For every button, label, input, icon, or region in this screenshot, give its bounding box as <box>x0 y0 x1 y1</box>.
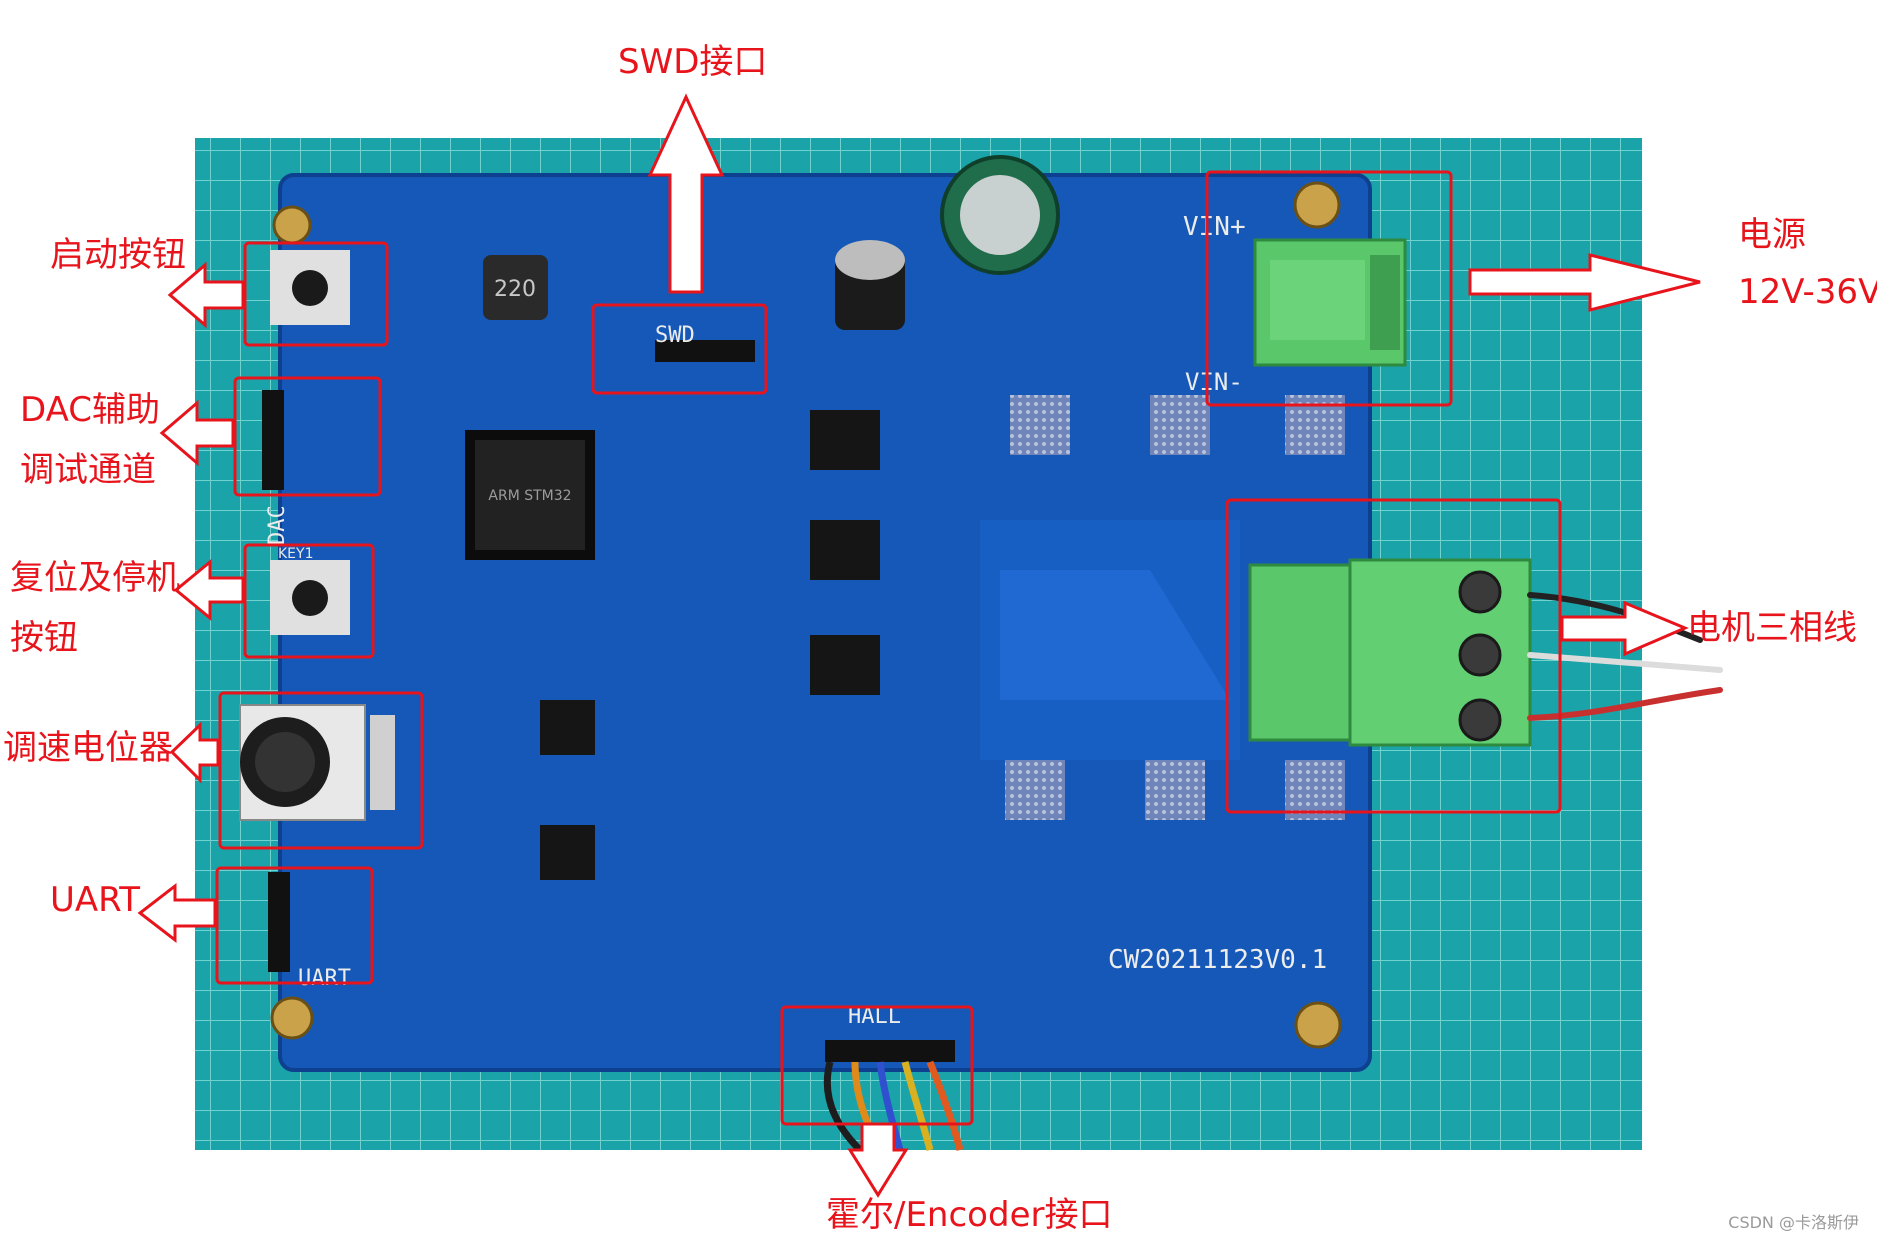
label-reset-line1: 复位及停机 <box>10 558 180 598</box>
label-dac-line2: 调试通道 <box>20 450 156 490</box>
silk-key1: KEY1 <box>278 546 314 562</box>
inductor <box>483 255 548 320</box>
arrow-speed-pot <box>169 721 220 784</box>
motor-wires <box>1527 592 1723 721</box>
silk-dac: DAC <box>265 505 290 545</box>
label-uart: UART <box>50 880 141 920</box>
mcu-chip: ARM STM32 <box>465 430 595 560</box>
label-start-button: 启动按钮 <box>50 235 186 275</box>
mounting-screws <box>270 181 1342 1049</box>
arrow-power <box>1468 253 1701 312</box>
label-reset-line2: 按钮 <box>10 618 78 658</box>
label-swd: SWD接口 <box>618 42 768 82</box>
label-power-line1: 电源 <box>1738 215 1806 255</box>
box-uart <box>215 866 374 985</box>
arrow-hall <box>847 1122 909 1198</box>
arrow-uart <box>137 882 217 944</box>
annotation-arrows <box>137 93 1701 1198</box>
arrow-motor <box>1560 600 1689 657</box>
push-buttons <box>270 250 350 635</box>
inductor-silk: 220 <box>494 277 536 302</box>
box-power <box>1205 170 1453 407</box>
silk-vin-minus: VIN- <box>1185 368 1243 396</box>
power-terminal <box>1253 238 1407 367</box>
label-dac-line1: DAC辅助 <box>20 390 160 430</box>
box-speed-pot <box>218 691 424 850</box>
box-reset-button <box>243 543 375 659</box>
box-start-button <box>243 241 389 347</box>
label-power-line2: 12V-36V <box>1738 272 1877 312</box>
arrow-start-button <box>167 261 245 329</box>
csdn-watermark: CSDN @卡洛斯伊 <box>1728 1213 1859 1232</box>
hall-cable-wires <box>823 1060 964 1153</box>
mcu-chip-text: ARM STM32 <box>488 488 571 504</box>
driver-chips <box>540 410 880 880</box>
board-model-silk: CW20211123V0.1 <box>1108 945 1327 975</box>
box-swd <box>591 303 768 395</box>
label-hall: 霍尔/Encoder接口 <box>826 1195 1113 1235</box>
potentiometer <box>239 704 395 821</box>
pin-headers <box>262 340 955 1062</box>
electrolytic-capacitors <box>835 155 1060 330</box>
label-motor: 电机三相线 <box>1687 608 1857 648</box>
arrow-reset <box>173 558 245 622</box>
label-speed-pot: 调速电位器 <box>3 728 173 768</box>
box-motor <box>1225 498 1562 814</box>
annotation-boxes <box>215 170 1562 1126</box>
box-dac <box>233 376 382 497</box>
silk-vin-plus: VIN+ <box>1183 212 1246 242</box>
silk-uart: UART <box>298 966 351 991</box>
silk-swd: SWD <box>655 323 695 348</box>
arrow-dac <box>159 399 235 467</box>
arrow-swd <box>647 93 725 294</box>
motor-terminal <box>1248 558 1532 747</box>
